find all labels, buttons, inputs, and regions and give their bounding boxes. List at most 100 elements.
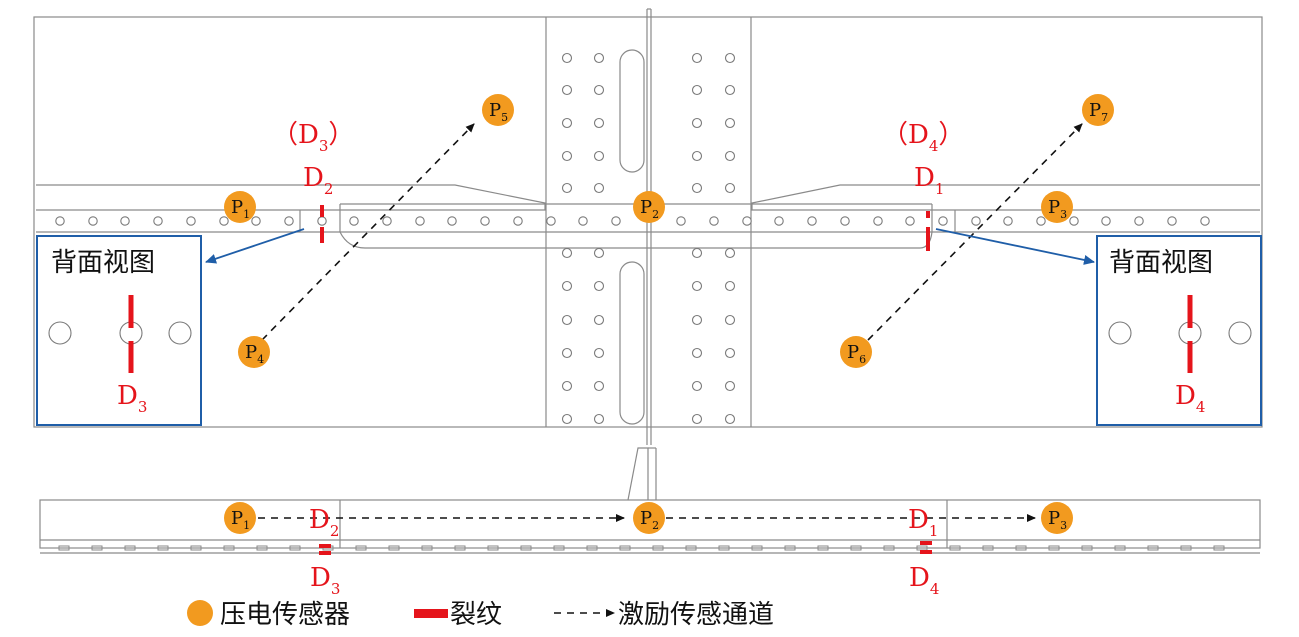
splice-hole bbox=[593, 314, 605, 326]
doubler-outline bbox=[339, 204, 933, 249]
splice-hole bbox=[724, 84, 736, 96]
stringer-hole bbox=[349, 216, 359, 226]
splice-hole bbox=[724, 52, 736, 64]
side-rivet bbox=[784, 545, 796, 551]
splice-hole bbox=[691, 84, 703, 96]
splice-hole bbox=[593, 413, 605, 425]
stringer-hole bbox=[447, 216, 457, 226]
stringer-hole bbox=[546, 216, 556, 226]
sensor-p5: P5 bbox=[482, 94, 514, 126]
splice-hole bbox=[691, 182, 703, 194]
legend-crack-label: 裂纹 bbox=[450, 600, 502, 630]
svg-text:P6: P6 bbox=[847, 342, 866, 366]
stringer-hole bbox=[774, 216, 784, 226]
back-view-callout-left: 背面视图 D3 bbox=[36, 235, 202, 426]
stringer-hole bbox=[1167, 216, 1177, 226]
splice-hole bbox=[724, 380, 736, 392]
side-rivet bbox=[58, 545, 70, 551]
stringer-hole bbox=[807, 216, 817, 226]
stringer-hole bbox=[317, 216, 327, 226]
splice-hole bbox=[593, 280, 605, 292]
callout-arrow-left bbox=[205, 228, 305, 264]
side-rivet bbox=[355, 545, 367, 551]
splice-hole bbox=[691, 314, 703, 326]
svg-text:P5: P5 bbox=[489, 100, 508, 124]
stringer-hole bbox=[1134, 216, 1144, 226]
svg-text:P2: P2 bbox=[640, 508, 659, 532]
side-rivet bbox=[850, 545, 862, 551]
svg-text:P7: P7 bbox=[1089, 100, 1108, 124]
splice-hole bbox=[593, 247, 605, 259]
legend-sensor-swatch bbox=[187, 600, 213, 626]
stringer-hole bbox=[709, 216, 719, 226]
splice-hole-grid bbox=[561, 52, 736, 425]
side-crack-d2 bbox=[319, 544, 331, 548]
side-rivet bbox=[718, 545, 730, 551]
side-crack-d1 bbox=[920, 541, 932, 545]
side-crack-d3 bbox=[319, 551, 331, 555]
sensor-p6: P6 bbox=[840, 336, 872, 368]
callout-hole bbox=[48, 321, 72, 345]
splice-hole bbox=[593, 347, 605, 359]
lower-slot bbox=[619, 261, 645, 425]
stringer-hole bbox=[153, 216, 163, 226]
splice-hole bbox=[593, 380, 605, 392]
side-rivet bbox=[157, 545, 169, 551]
side-plate-outline bbox=[39, 499, 1261, 549]
sensor-p1: P1 bbox=[224, 191, 256, 223]
side-rivet-row bbox=[58, 545, 1225, 551]
side-crack-label-d4: D4 bbox=[909, 563, 939, 598]
stringer-hole bbox=[578, 216, 588, 226]
splice-hole bbox=[691, 52, 703, 64]
side-rivet bbox=[223, 545, 235, 551]
stringer-hole bbox=[480, 216, 490, 226]
splice-hole bbox=[561, 84, 573, 96]
stringer-hole bbox=[905, 216, 915, 226]
splice-hole bbox=[691, 150, 703, 162]
splice-hole bbox=[724, 247, 736, 259]
sensor-p4: P4 bbox=[238, 336, 270, 368]
crack-label-d3-paren: （D3） bbox=[272, 120, 354, 155]
splice-hole bbox=[724, 347, 736, 359]
splice-hole bbox=[593, 117, 605, 129]
crack-label-d4-callout: D4 bbox=[1175, 381, 1205, 416]
splice-hole bbox=[724, 280, 736, 292]
side-rivet bbox=[487, 545, 499, 551]
side-rivet bbox=[1180, 545, 1192, 551]
splice-hole bbox=[691, 117, 703, 129]
splice-hole bbox=[691, 247, 703, 259]
crack-label-d1: D1 bbox=[914, 163, 944, 198]
stringer-hole bbox=[55, 216, 65, 226]
splice-hole bbox=[561, 117, 573, 129]
stringer-hole bbox=[873, 216, 883, 226]
splice-hole bbox=[724, 117, 736, 129]
stringer-hole bbox=[284, 216, 294, 226]
splice-hole bbox=[593, 182, 605, 194]
stringer-hole-row bbox=[55, 216, 1210, 226]
side-rivet bbox=[1081, 545, 1093, 551]
splice-hole bbox=[691, 413, 703, 425]
splice-hole bbox=[561, 247, 573, 259]
side-rivet bbox=[1048, 545, 1060, 551]
side-crack-label-d3: D3 bbox=[310, 563, 340, 598]
crack-label-d2: D2 bbox=[303, 163, 333, 198]
side-rivet bbox=[256, 545, 268, 551]
side-rivet bbox=[982, 545, 994, 551]
splice-hole bbox=[561, 413, 573, 425]
side-rivet bbox=[124, 545, 136, 551]
side-sensor-p2: P2 bbox=[633, 502, 665, 534]
splice-hole bbox=[724, 314, 736, 326]
svg-text:P3: P3 bbox=[1048, 508, 1067, 532]
stringer-hole bbox=[415, 216, 425, 226]
side-rivet bbox=[685, 545, 697, 551]
callout-hole bbox=[168, 321, 192, 345]
stringer-hole bbox=[1003, 216, 1013, 226]
stringer-hole bbox=[1069, 216, 1079, 226]
side-rivet bbox=[883, 545, 895, 551]
stringer-hole bbox=[611, 216, 621, 226]
side-crack-label-d1: D1 bbox=[908, 505, 938, 540]
side-rivet bbox=[1114, 545, 1126, 551]
svg-text:P1: P1 bbox=[231, 508, 250, 532]
side-crack-label-d2: D2 bbox=[309, 505, 339, 540]
